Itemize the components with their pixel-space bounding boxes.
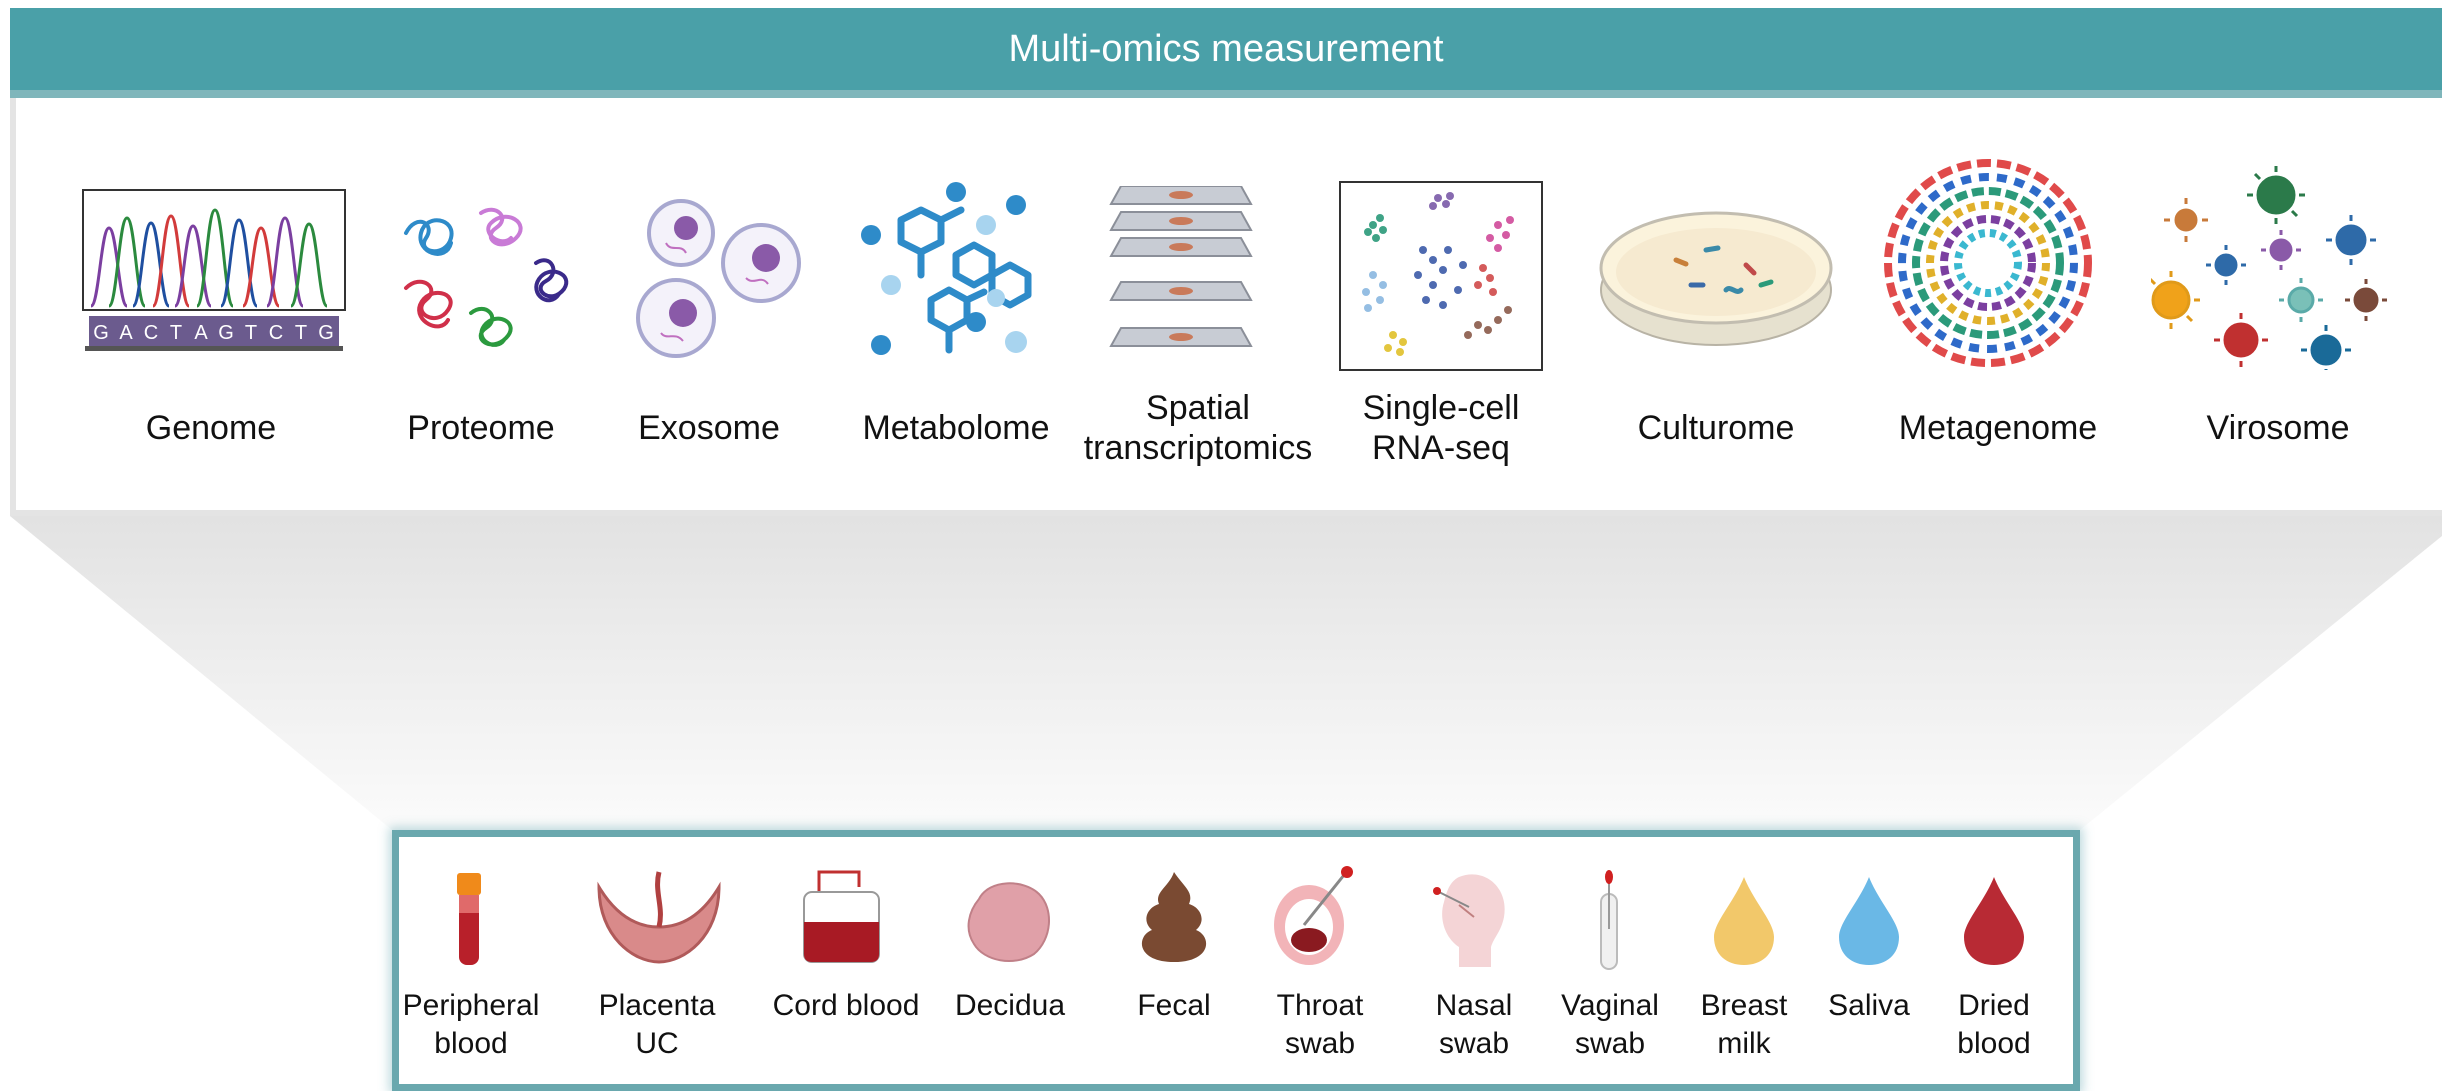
tsne-icon bbox=[1339, 181, 1543, 371]
base-letter: G bbox=[93, 322, 109, 344]
tissue-icon bbox=[967, 882, 1051, 962]
base-letter: G bbox=[218, 322, 234, 344]
omic-label-exosome: Exosome bbox=[638, 409, 780, 447]
page-title: Multi-omics measurement bbox=[1008, 27, 1444, 70]
header-banner: Multi-omics measurement bbox=[10, 8, 2442, 98]
sample-label: Saliva bbox=[1828, 989, 1910, 1022]
throat-icon bbox=[1274, 866, 1353, 965]
base-letter: C bbox=[269, 322, 283, 344]
sample-label: Fecal bbox=[1137, 989, 1211, 1022]
funnel-shadow bbox=[10, 516, 2442, 830]
stool-icon bbox=[1141, 872, 1207, 962]
blood-tube-icon bbox=[457, 873, 481, 965]
base-letter: A bbox=[194, 322, 208, 344]
base-letter: A bbox=[119, 322, 133, 344]
base-letter: G bbox=[318, 322, 334, 344]
omics-panel: G A C T A G T C T G Genome Proteome bbox=[10, 98, 2442, 516]
base-letter: T bbox=[245, 322, 257, 344]
base-letter: T bbox=[295, 322, 307, 344]
omic-label-metabolome: Metabolome bbox=[862, 409, 1050, 447]
circular-genome-icon bbox=[1884, 159, 2092, 367]
omic-label-genome: Genome bbox=[145, 409, 277, 447]
blood-drop-icon bbox=[1964, 877, 2024, 965]
omic-label-metagenome: Metagenome bbox=[1898, 409, 2098, 447]
sample-label: Cord blood bbox=[772, 989, 920, 1022]
molecule-icon bbox=[861, 182, 1032, 355]
omic-label-proteome: Proteome bbox=[407, 409, 555, 447]
milk-drop-icon bbox=[1714, 877, 1774, 965]
sample-label: Decidua bbox=[954, 989, 1066, 1022]
slide-stack-icon bbox=[1109, 186, 1253, 347]
omic-label-virosome: Virosome bbox=[2206, 409, 2350, 447]
virus-icon bbox=[2151, 166, 2387, 370]
base-letter: C bbox=[144, 322, 158, 344]
omic-label-culturome: Culturome bbox=[1637, 409, 1795, 447]
petri-dish-icon bbox=[1599, 211, 1833, 346]
placenta-icon bbox=[597, 871, 721, 964]
blood-bag-icon bbox=[803, 870, 880, 963]
nasal-icon bbox=[1433, 874, 1505, 967]
base-letter: T bbox=[170, 322, 182, 344]
exosome-icon bbox=[636, 199, 801, 358]
saliva-drop-icon bbox=[1839, 877, 1899, 965]
swab-icon bbox=[1600, 870, 1618, 970]
chromatogram-icon: G A C T A G T C T G bbox=[82, 189, 346, 351]
protein-icon bbox=[404, 207, 569, 347]
